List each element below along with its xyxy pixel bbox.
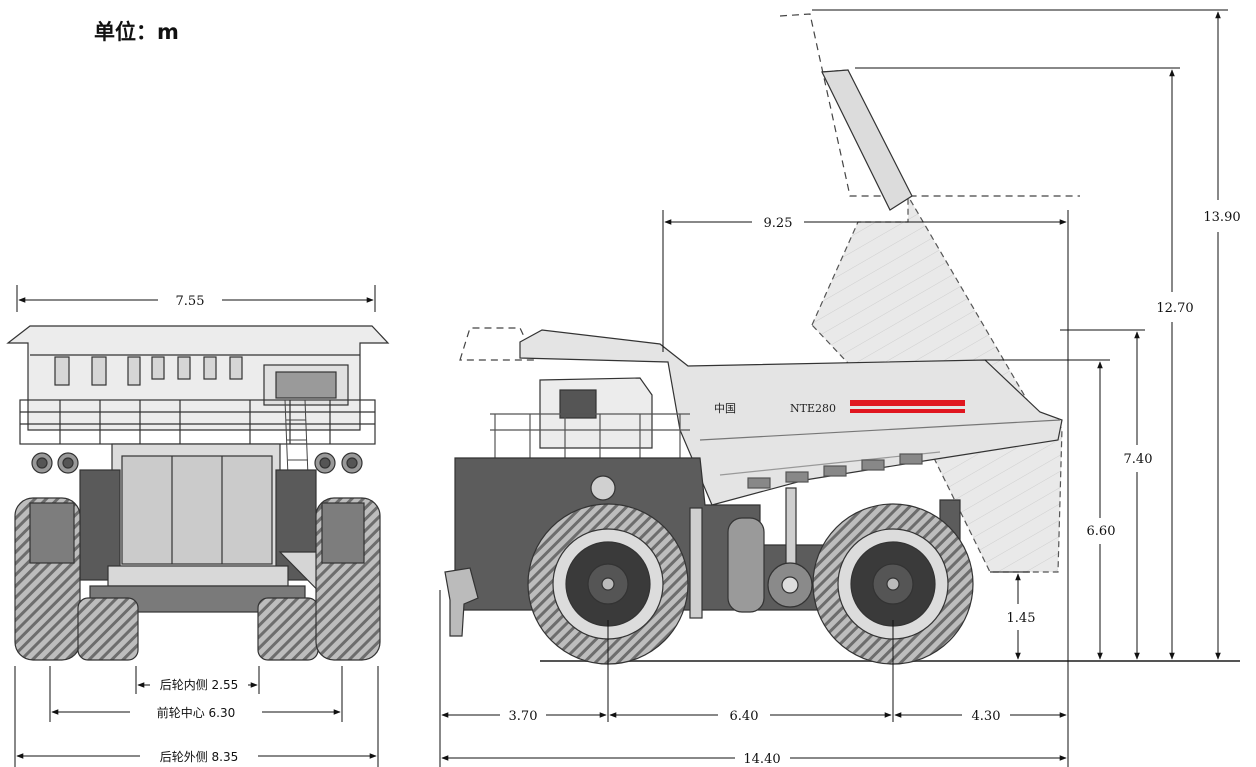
body-length-label: 9.25 bbox=[764, 216, 793, 231]
front-view bbox=[6, 325, 390, 661]
side-dimensions bbox=[439, 9, 1228, 767]
rear-outer-label: 后轮外侧 8.35 bbox=[160, 750, 239, 764]
front-dimensions bbox=[14, 285, 379, 767]
dump-height-label: 12.70 bbox=[1156, 301, 1193, 316]
side-view bbox=[444, 13, 1080, 665]
front-width-label: 7.55 bbox=[176, 294, 205, 309]
total-length-label: 14.40 bbox=[743, 752, 780, 767]
model-label: NTE280 bbox=[790, 402, 836, 415]
lowered-dump-body bbox=[519, 329, 1063, 506]
loading-height-label: 7.40 bbox=[1124, 452, 1153, 467]
front-overhang-label: 3.70 bbox=[509, 709, 538, 724]
fuel-tank bbox=[727, 517, 765, 613]
front-wheel bbox=[527, 503, 689, 665]
rear-clearance-label: 1.45 bbox=[1007, 611, 1036, 626]
red-stripe bbox=[850, 400, 965, 406]
raised-dump-body bbox=[811, 69, 1063, 573]
raised-body-outline bbox=[459, 13, 1080, 361]
rear-overhang-label: 4.30 bbox=[972, 709, 1001, 724]
body-top-label: 6.60 bbox=[1087, 524, 1116, 539]
front-center-label: 前轮中心 6.30 bbox=[157, 705, 236, 720]
max-height-label: 13.90 bbox=[1203, 210, 1240, 225]
wheelbase-label: 6.40 bbox=[730, 709, 759, 724]
unit-label: 单位：m bbox=[94, 20, 179, 44]
rear-inner-label: 后轮内侧 2.55 bbox=[160, 678, 239, 692]
brand-cn-label: 中国 bbox=[714, 402, 736, 415]
